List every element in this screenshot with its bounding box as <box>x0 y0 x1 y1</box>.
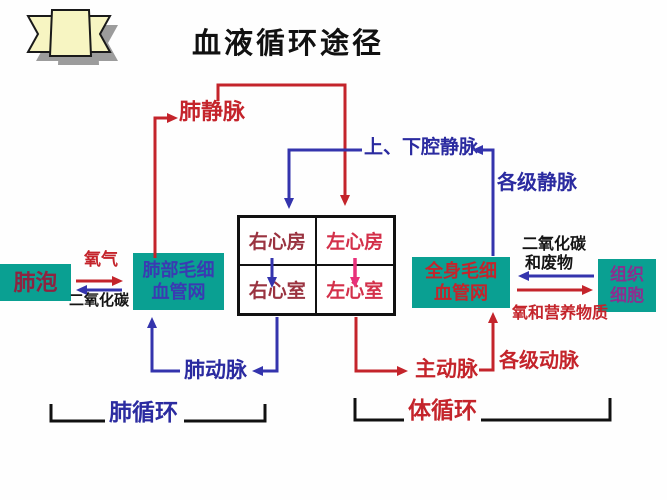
body-capillaries-box: 全身毛细 血管网 <box>412 257 510 308</box>
page-title: 血液循环途径 <box>192 28 385 60</box>
co2-waste-label-line2: 和废物 <box>525 255 574 272</box>
line-lungcap-to-pulmonary-vein <box>153 113 178 258</box>
vena-cava-label: 上、下腔静脉 <box>364 137 479 158</box>
pulmonary-circulation-bracket-right <box>184 404 267 423</box>
pulmonary-circulation-label: 肺循环 <box>109 399 178 425</box>
pulmonary-vein-label: 肺静脉 <box>179 99 246 124</box>
aorta-label: 主动脉 <box>415 358 478 381</box>
systemic-circulation-bracket-left <box>353 398 404 422</box>
body-capillaries-line2: 血管网 <box>434 282 488 303</box>
ribbon-banner-icon <box>26 9 118 65</box>
lung-capillaries-line2: 血管网 <box>151 281 206 302</box>
right-atrium-cell: 右心房 <box>240 218 317 266</box>
veins-all-levels-label: 各级静脉 <box>497 172 577 194</box>
carbon-dioxide-label: 二氧化碳 <box>69 292 130 309</box>
alveoli-box: 肺泡 <box>0 264 71 301</box>
line-left-ventricle-to-aorta <box>354 317 408 376</box>
right-ventricle-cell: 右心室 <box>240 265 317 313</box>
line-right-ventricle-to-pulmonary-artery <box>252 317 279 376</box>
line-pulmonary-artery-to-lung-capillaries <box>147 317 180 373</box>
oxygen-label: 氧气 <box>84 250 118 269</box>
tissue-cells-box: 组织 细胞 <box>598 259 656 312</box>
left-atrium-cell: 左心房 <box>316 218 393 266</box>
tissue-cells-line2: 细胞 <box>610 285 644 305</box>
line-body-capillaries-to-vena-cava <box>472 145 495 256</box>
oxygen-nutrients-label: 氧和营养物质 <box>512 305 609 322</box>
body-capillaries-line1: 全身毛细 <box>425 261 497 282</box>
tissue-cells-line1: 组织 <box>610 265 644 285</box>
pulmonary-artery-label: 肺动脉 <box>184 359 247 382</box>
alveoli-label: 肺泡 <box>13 269 58 295</box>
lung-capillaries-line1: 肺部毛细 <box>142 260 215 281</box>
systemic-circulation-label: 体循环 <box>408 397 477 423</box>
arteries-all-levels-label: 各级动脉 <box>499 350 579 372</box>
pulmonary-circulation-bracket-left <box>49 404 105 423</box>
line-aorta-to-body-capillaries <box>479 312 498 372</box>
lung-capillaries-box: 肺部毛细 血管网 <box>133 253 224 310</box>
heart-table: 右心房 左心房 右心室 左心室 <box>237 215 396 316</box>
co2-waste-label-line1: 二氧化碳 <box>522 236 587 253</box>
left-ventricle-cell: 左心室 <box>326 280 384 302</box>
systemic-circulation-bracket-right <box>481 398 612 422</box>
line-vena-cava-to-right-atrium <box>284 148 362 209</box>
